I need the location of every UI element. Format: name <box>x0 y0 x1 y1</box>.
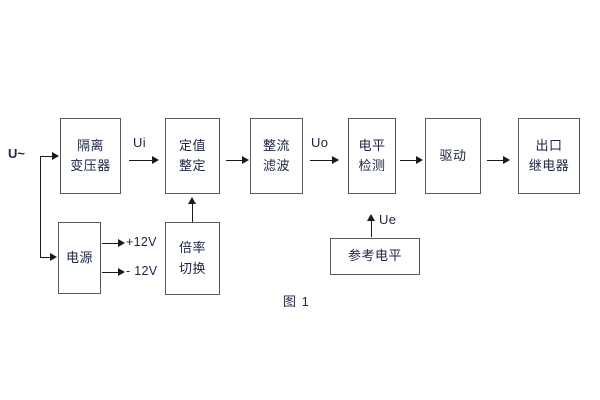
block-multiplier-switch-line2: 切换 <box>178 260 206 276</box>
drive-to-relay-line <box>487 160 504 161</box>
reference-to-detect-line <box>371 220 372 237</box>
block-level-detect-line1: 电平 <box>358 137 386 153</box>
block-output-relay-line1: 出口 <box>535 137 563 153</box>
block-drive[interactable]: 驱动 <box>425 118 481 194</box>
block-level-detect[interactable]: 电平 检测 <box>348 118 396 194</box>
block-output-relay[interactable]: 出口 继电器 <box>518 118 580 194</box>
block-drive-line1: 驱动 <box>439 147 467 163</box>
rectify-to-detect-line <box>310 160 333 161</box>
block-rectify-filter[interactable]: 整流 滤波 <box>250 118 303 194</box>
input-bus-vertical-line <box>40 156 41 257</box>
block-level-detect-line2: 检测 <box>358 158 386 173</box>
detect-to-drive-line <box>400 160 417 161</box>
rail-negative-12v-arrowhead <box>118 268 125 276</box>
rail-positive-12v-arrowhead <box>118 239 125 247</box>
setting-to-rectify-line <box>226 160 243 161</box>
rectify-to-detect-arrowhead <box>332 156 339 164</box>
multiplier-to-setting-arrowhead <box>188 197 196 204</box>
drive-to-relay-arrowhead <box>503 156 510 164</box>
signal-label-uo: Uo <box>311 135 329 150</box>
block-reference-level[interactable]: 参考电平 <box>330 238 420 275</box>
signal-label-ue: Ue <box>379 212 397 227</box>
block-isolation-transformer[interactable]: 隔离 变压器 <box>60 118 121 194</box>
transformer-to-setting-line <box>129 160 153 161</box>
block-setting-value-line2: 整定 <box>178 158 206 173</box>
setting-to-rectify-arrowhead <box>242 156 249 164</box>
branch-to-transformer-line <box>40 156 53 157</box>
figure-caption: 图 1 <box>283 294 310 309</box>
block-isolation-transformer-line2: 变压器 <box>70 158 111 173</box>
block-reference-level-line1: 参考电平 <box>347 248 402 264</box>
branch-to-power-supply-arrowhead <box>50 253 57 261</box>
rail-negative-12v-line <box>102 272 119 273</box>
block-rectify-filter-line2: 滤波 <box>262 158 290 173</box>
branch-to-power-supply-line <box>40 257 51 258</box>
block-setting-value[interactable]: 定值 整定 <box>165 118 220 194</box>
block-rectify-filter-line1: 整流 <box>262 137 290 153</box>
block-output-relay-line2: 继电器 <box>528 158 570 173</box>
input-voltage-label: U~ <box>8 146 25 161</box>
multiplier-to-setting-line <box>192 203 193 222</box>
block-power-supply-line1: 电源 <box>65 249 93 265</box>
rail-positive-12v-line <box>102 243 119 244</box>
rail-positive-12v-label: +12V <box>126 235 157 249</box>
detect-to-drive-arrowhead <box>416 156 423 164</box>
transformer-to-setting-arrowhead <box>152 156 159 164</box>
rail-negative-12v-label: - 12V <box>126 264 158 278</box>
block-isolation-transformer-line1: 隔离 <box>76 137 104 153</box>
block-setting-value-line1: 定值 <box>178 137 206 153</box>
block-multiplier-switch-line1: 倍率 <box>178 240 206 256</box>
block-power-supply[interactable]: 电源 <box>58 222 101 294</box>
branch-to-transformer-arrowhead <box>52 152 59 160</box>
signal-label-ui: Ui <box>133 135 146 150</box>
block-multiplier-switch[interactable]: 倍率 切换 <box>165 222 220 295</box>
reference-to-detect-arrowhead <box>367 214 375 221</box>
